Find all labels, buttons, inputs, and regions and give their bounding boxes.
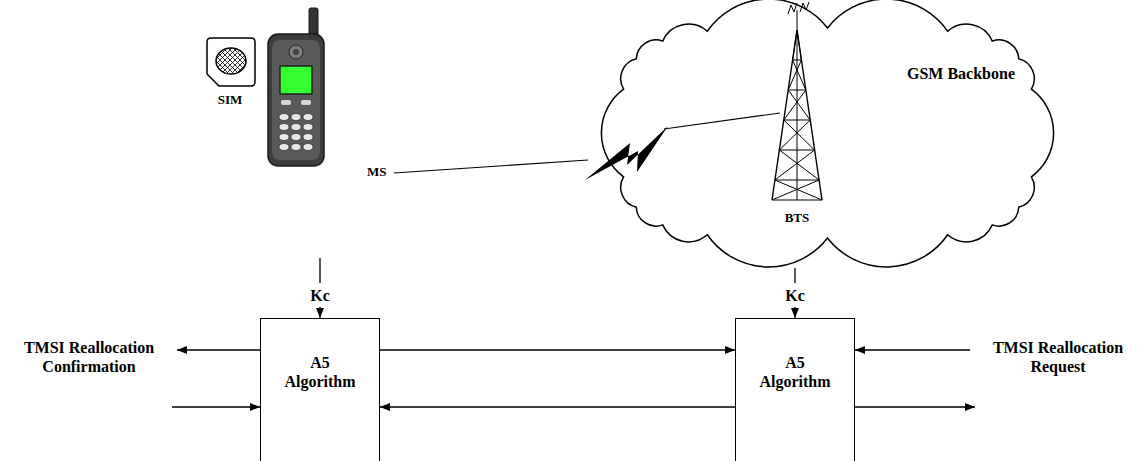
tower-rung [772, 200, 822, 201]
process-box: A5 Algorithm [735, 318, 855, 461]
phone-earpiece [289, 45, 303, 59]
radio-line [394, 160, 588, 173]
phone-key [303, 144, 313, 151]
phone-keypad [279, 114, 313, 151]
phone-key [303, 134, 313, 141]
tower-brace [772, 30, 819, 200]
device-label: BTS [767, 210, 827, 226]
key-feed [320, 258, 795, 318]
device-label: SIM [200, 92, 260, 108]
tower-rung [779, 150, 814, 151]
radio-line [664, 113, 780, 129]
tower-brace [775, 30, 822, 200]
phone-key [291, 144, 301, 151]
key-label: Kc [300, 286, 340, 305]
phone-key [279, 114, 289, 121]
cloud-outline [601, 0, 1053, 267]
tower-rung [793, 60, 802, 61]
phone-key [279, 144, 289, 151]
key-arrow [794, 307, 795, 318]
phone-button [281, 100, 291, 105]
sim-card-body [207, 38, 255, 86]
phone-key [303, 124, 313, 131]
message-arrow [855, 349, 970, 350]
device-label: MS [367, 164, 403, 180]
bts-tower [772, 2, 822, 200]
message-label: TMSI Reallocation Confirmation [4, 338, 174, 376]
message-connector [380, 406, 735, 407]
message-connector [380, 349, 735, 350]
phone-face [272, 40, 320, 160]
phone-earpiece [293, 49, 299, 55]
box-label: A5 Algorithm [278, 353, 362, 391]
key-label: Kc [775, 286, 815, 305]
message-arrow [177, 349, 260, 350]
cloud-label: GSM Backbone [907, 64, 1015, 83]
phone-screen [280, 66, 312, 94]
phone-key [291, 134, 301, 141]
network-cloud: GSM Backbone [595, 2, 1060, 264]
mobile-phone [268, 8, 324, 166]
phone-key [303, 114, 313, 121]
phone-body [268, 34, 324, 166]
key-line [319, 258, 320, 283]
sim-chip [216, 48, 246, 74]
tower-rung [788, 90, 806, 91]
tower-rung [784, 120, 810, 121]
message-arrow [172, 406, 260, 407]
tower-rung [775, 180, 819, 181]
process-box: A5 Algorithm [260, 318, 380, 461]
phone-button [301, 100, 311, 105]
box-label: A5 Algorithm [753, 353, 837, 391]
phone-key [291, 114, 301, 121]
lightning-bolt [585, 126, 668, 180]
radio-link [394, 113, 780, 180]
cloud-outline [595, 2, 1060, 264]
phone-key [279, 134, 289, 141]
sim-card [207, 38, 255, 86]
key-line [794, 268, 795, 283]
message-label: TMSI Reallocation Request [973, 338, 1143, 376]
phone-key [279, 124, 289, 131]
key-arrow [319, 307, 320, 318]
message-arrow [855, 406, 975, 407]
tower-mast [797, 10, 798, 200]
phone-key [291, 124, 301, 131]
